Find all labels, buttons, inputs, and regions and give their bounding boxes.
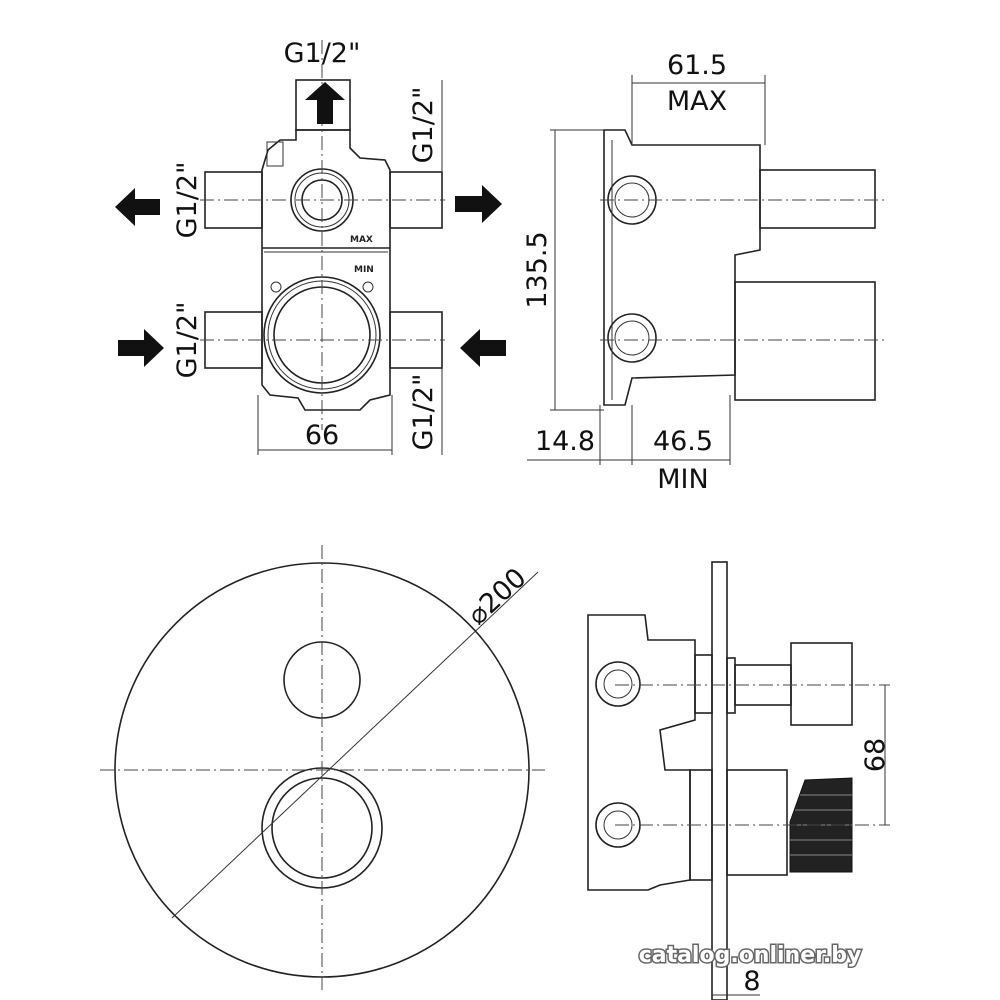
arrow-left-icon	[115, 188, 160, 226]
offset-dim: 14.8	[535, 426, 595, 457]
max-label: MAX	[667, 86, 727, 117]
left-bottom-label: G1/2"	[172, 302, 203, 379]
diameter-dim: ⌀200	[462, 562, 533, 631]
spacing-dim: 68	[860, 738, 891, 772]
width-dim: 66	[305, 420, 339, 451]
right-top-label: G1/2"	[408, 87, 439, 164]
depth-max-dim: 61.5	[667, 50, 727, 81]
height-dim: 135.5	[522, 231, 553, 308]
plate-thickness-dim: 8	[743, 966, 760, 997]
watermark: catalog.onliner.by	[639, 943, 862, 968]
arrow-up-icon	[305, 82, 345, 124]
plate-view: ⌀200	[100, 545, 545, 990]
min-mark: MIN	[354, 265, 374, 275]
arrow-right-icon	[118, 329, 164, 367]
left-top-label: G1/2"	[172, 162, 203, 239]
max-mark: MAX	[350, 235, 373, 245]
arrow-left-icon	[460, 329, 506, 367]
assembly-view: 68 8	[587, 561, 891, 1000]
depth-min-dim: 46.5	[653, 426, 713, 457]
min-label: MIN	[657, 464, 708, 495]
inlet-top-label: G1/2"	[284, 38, 361, 69]
arrow-right-icon	[455, 185, 502, 223]
right-bottom-label: G1/2"	[408, 374, 439, 451]
front-view: MAX MIN G1/2" G1/2" G1/2" G1/2" G1/2" 66	[115, 38, 506, 455]
side-view: 135.5 61.5 MAX 14.8 46.5 MIN	[522, 50, 885, 495]
